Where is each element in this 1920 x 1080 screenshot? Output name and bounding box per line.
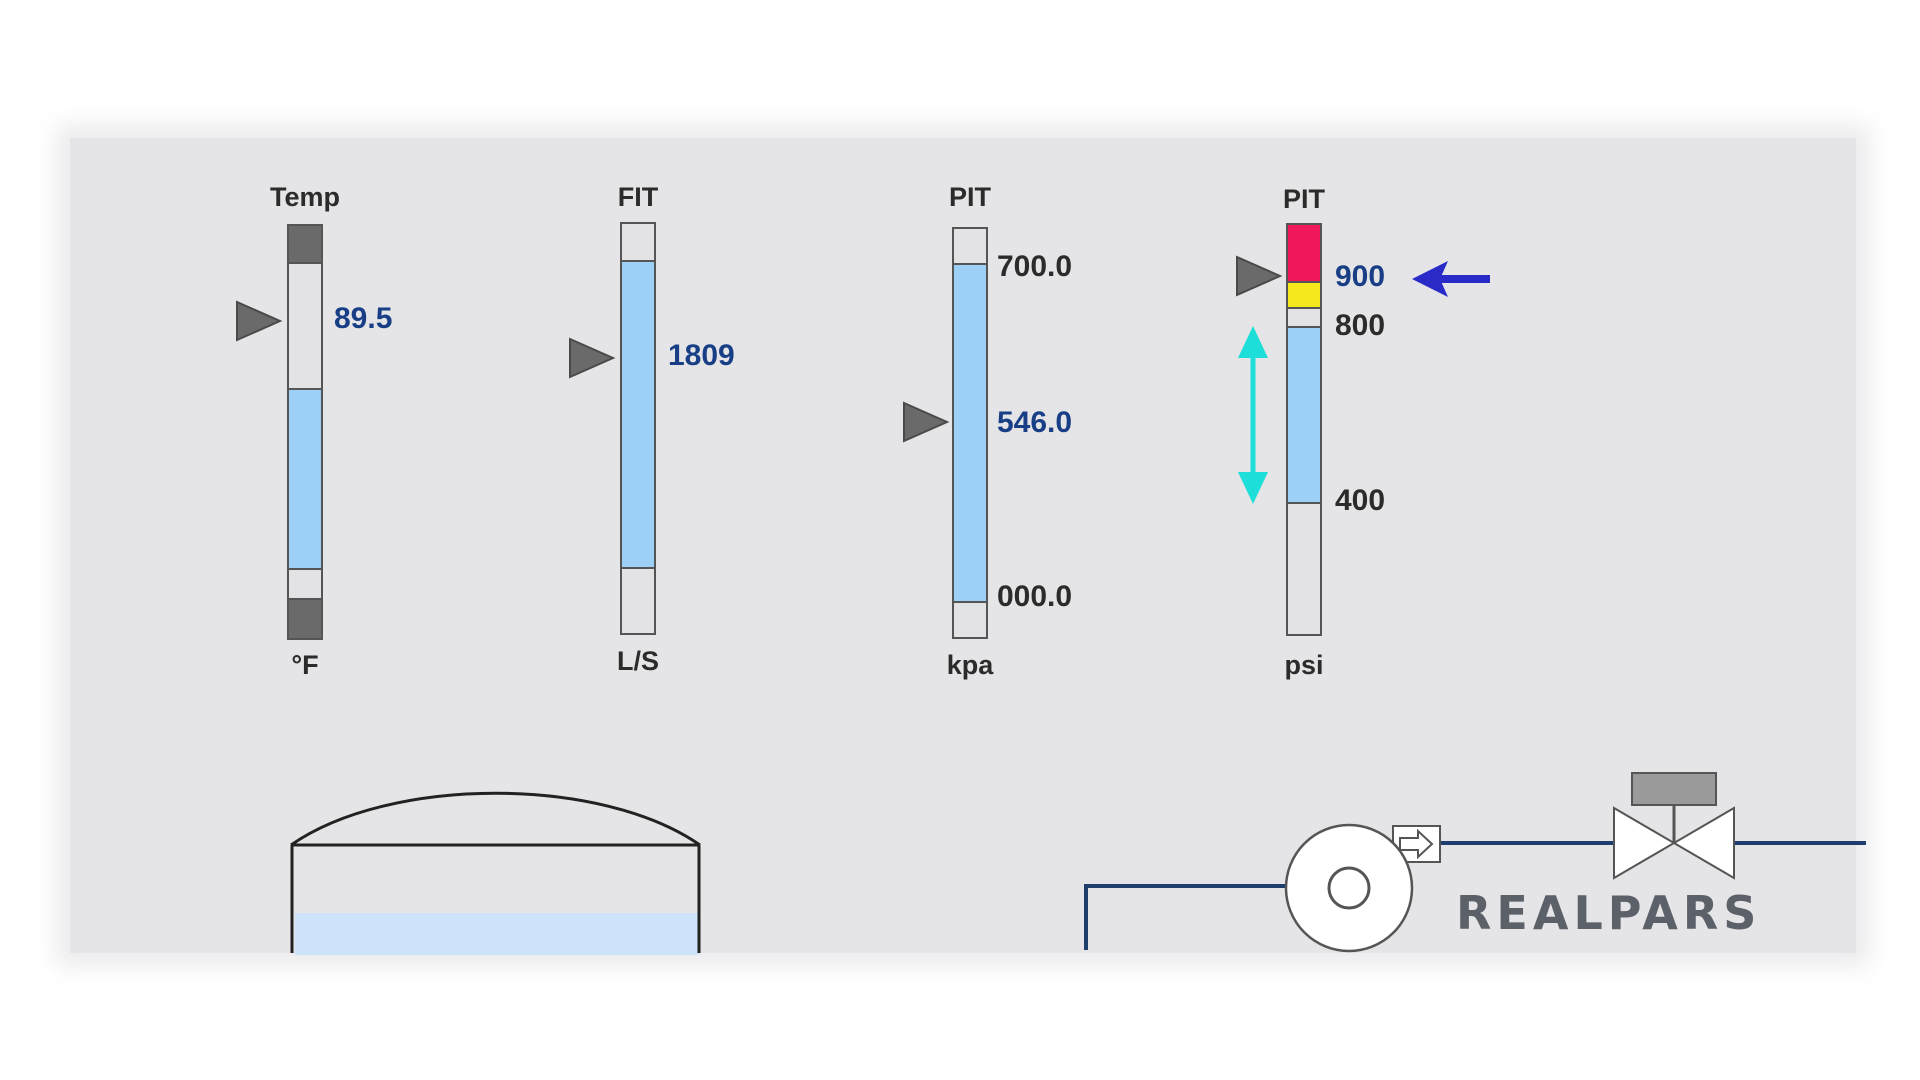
temp-bar-empty	[287, 262, 323, 390]
pit-kpa-unit: kpa	[946, 650, 994, 680]
pit-kpa-value: 546.0	[997, 406, 1073, 439]
temp-bar-title: Temp	[269, 182, 341, 212]
inlet-pipe	[1084, 884, 1286, 950]
realpars-logo: REALPARS	[1456, 886, 1762, 940]
pit-psi-scale-low: 400	[1335, 484, 1386, 517]
pit-kpa-bar-top-empty	[952, 227, 988, 265]
temp-value: 89.5	[334, 302, 393, 335]
pit-kpa-pointer-icon	[903, 401, 950, 443]
tank	[290, 791, 701, 955]
control-valve-icon	[1613, 772, 1735, 880]
pit-psi-value: 900	[1335, 260, 1386, 293]
pump-icon	[1284, 823, 1441, 953]
pit-psi-pointer-icon	[1236, 255, 1283, 297]
fit-pointer-icon	[569, 337, 616, 379]
temp-unit: °F	[291, 650, 319, 680]
temp-pointer-icon	[236, 300, 283, 342]
fit-bar-title: FIT	[617, 182, 659, 212]
pit-psi-scale-high: 800	[1335, 309, 1386, 342]
pit-kpa-bar-bottom-empty	[952, 601, 988, 639]
range-double-arrow-icon	[1238, 326, 1268, 504]
temp-bar-bottom-cap	[287, 598, 323, 640]
pit-kpa-bar-fill	[952, 263, 988, 603]
pit-psi-lower-empty	[1286, 502, 1322, 636]
blue-arrow-icon	[1412, 261, 1490, 297]
pit-kpa-scale-top: 700.0	[997, 250, 1073, 283]
pit-psi-bar-title: PIT	[1282, 184, 1326, 214]
fit-bar-top-empty	[620, 222, 656, 262]
fit-bar-bottom-empty	[620, 567, 656, 635]
pit-psi-unit: psi	[1284, 650, 1324, 680]
fit-unit: L/S	[616, 646, 660, 676]
fit-value: 1809	[668, 339, 735, 372]
pit-kpa-bar-title: PIT	[948, 182, 992, 212]
pit-psi-bar-fill	[1286, 326, 1322, 504]
temp-bar-fill	[287, 388, 323, 570]
pit-kpa-scale-bottom: 000.0	[997, 580, 1073, 613]
